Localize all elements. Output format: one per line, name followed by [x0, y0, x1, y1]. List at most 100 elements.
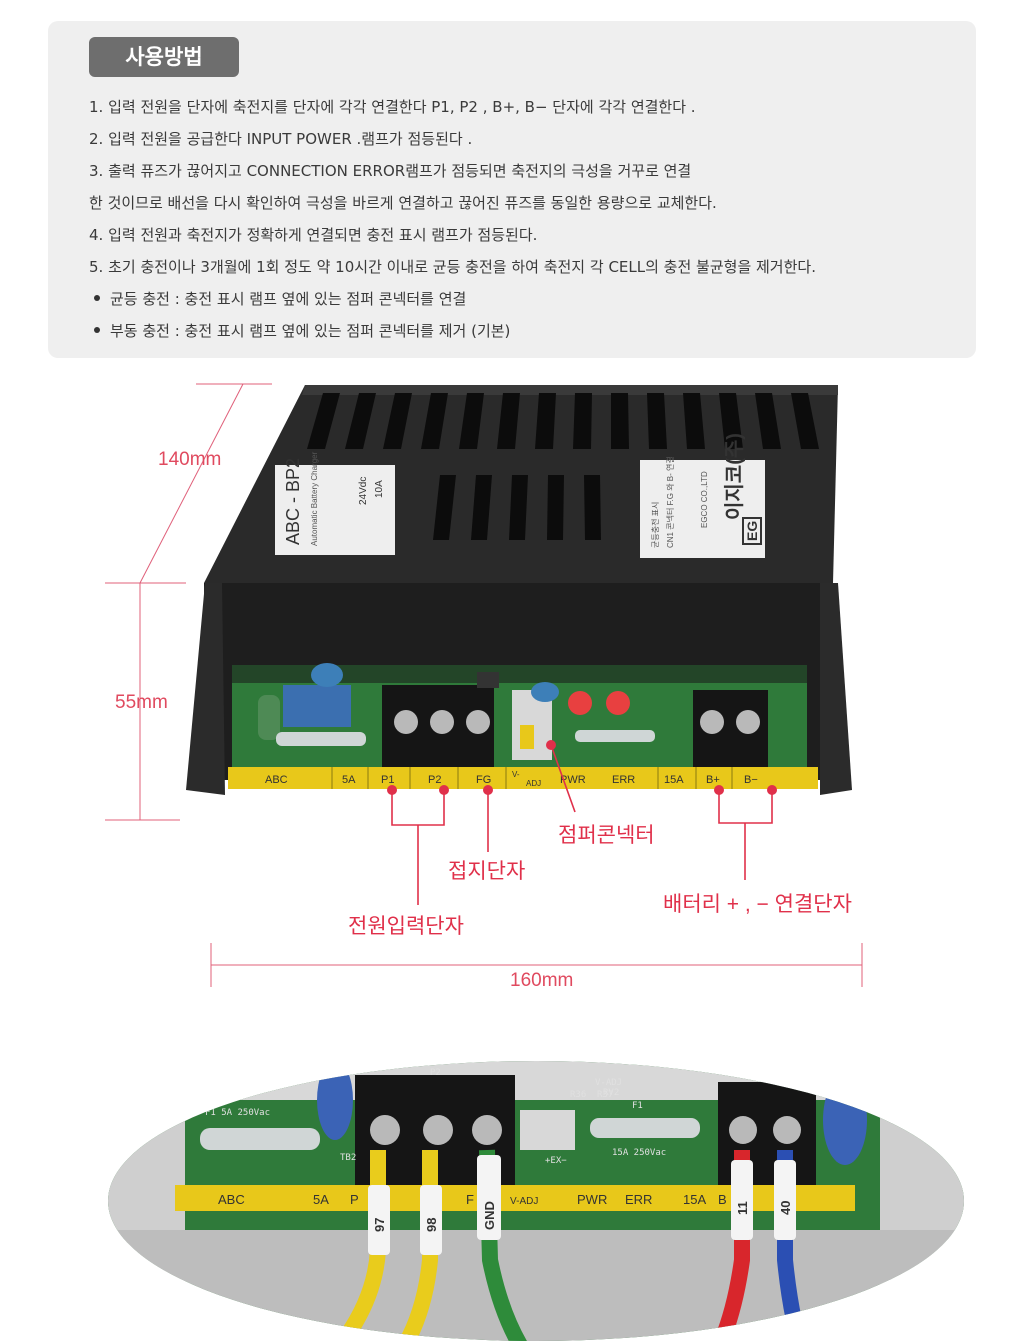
- board-text: P2: [430, 1068, 441, 1078]
- case-top-edge: [302, 385, 838, 395]
- usage-bullet-equalize: 균등 충전 : 충전 표시 램프 옆에 있는 점퍼 콘넥터를 연결: [89, 283, 969, 315]
- board-text: R37: [597, 1090, 613, 1100]
- wire-tag-sleeves: [368, 1155, 796, 1255]
- bullet-text: 균등 충전 : 충전 표시 램프 옆에 있는 점퍼 콘넥터를 연결: [110, 290, 467, 308]
- terminal-strip: [228, 767, 818, 789]
- closeup-strip-label: PWR: [577, 1192, 607, 1207]
- pwr-led: [568, 691, 592, 715]
- closeup-strip-label: 5A: [313, 1192, 329, 1207]
- board-text: V-ADJ: [595, 1078, 622, 1088]
- wire-tag-98: 98: [424, 1217, 439, 1232]
- closeup-fuse-5a: [200, 1128, 320, 1150]
- strip-label-vadj-top: V-: [512, 770, 520, 779]
- strip-label: FG: [476, 774, 491, 786]
- brand-label: [640, 460, 765, 558]
- dimension-lines: [105, 383, 272, 821]
- strip-label: P2: [428, 774, 441, 786]
- closeup-capacitor-left: [317, 1061, 353, 1140]
- strip-label: B+: [706, 774, 720, 786]
- usage-step-1: 1. 입력 전원을 단자에 축전지를 단자에 각각 연결한다 P1, P2 , …: [89, 98, 696, 116]
- wire-tag-11: 11: [735, 1201, 750, 1215]
- usage-step-5: 5. 초기 충전이나 3개월에 1회 정도 약 10시간 이내로 균등 충전을 …: [89, 258, 816, 276]
- screw-bplus: [700, 710, 724, 734]
- closeup-case-bottom: [108, 1230, 964, 1341]
- usage-bullet-float: 부동 충전 : 충전 표시 램프 옆에 있는 점퍼 콘넥터를 제거 (기본): [89, 315, 969, 347]
- wire-tag-40: 40: [778, 1200, 793, 1215]
- device-photo: ABC 5A P1 P2 FG V- ADJ PWR ERR 15A B+ B−: [105, 383, 863, 987]
- bullet-dot: [94, 294, 100, 301]
- closeup-strip-label: B: [718, 1192, 727, 1207]
- callout-lines: [391, 744, 773, 905]
- board-text: TB2: [340, 1153, 356, 1163]
- closeup-case-left: [108, 1061, 185, 1341]
- board-text: +EX−: [545, 1156, 567, 1166]
- height-dimension-label: 55mm: [115, 692, 168, 713]
- closeup-jumper: [520, 1110, 575, 1150]
- usage-step-3-cont: 한 것이므로 배선을 다시 확인하여 극성을 바르게 연결하고 끊어진 퓨즈를 …: [89, 194, 717, 212]
- model-name: ABC - BP2: [283, 457, 303, 545]
- usage-step-3: 3. 출력 퓨즈가 끊어지고 CONNECTION ERROR램프가 점등되면 …: [89, 162, 692, 180]
- x-capacitor: [283, 685, 351, 727]
- closeup-photo: ABC 5A P F V-ADJ PWR ERR 15A B F1 5A 250…: [108, 1061, 964, 1341]
- depth-dimension-label: 140mm: [158, 449, 222, 470]
- closeup-strip-label: 15A: [683, 1192, 706, 1207]
- case-left-flange: [186, 583, 225, 795]
- closeup-strip-label: F: [466, 1192, 474, 1207]
- strip-dividers: [331, 767, 733, 789]
- usage-instructions-panel: 사용방법 1. 입력 전원을 단자에 축전지를 단자에 각각 연결한다 P1, …: [48, 21, 976, 358]
- vent-slots: [307, 393, 819, 540]
- board-text: F1 5A 250Vac: [205, 1108, 270, 1118]
- closeup-fuse-15a: [590, 1118, 700, 1138]
- screw-fg: [466, 710, 490, 734]
- bullet-dot: [94, 326, 100, 333]
- disc-capacitor-2: [531, 682, 559, 702]
- strip-label: B−: [744, 774, 758, 786]
- brand-name-en: EGCO CO.,LTD: [700, 471, 709, 528]
- closeup-capacitor-right: [823, 1075, 867, 1165]
- closeup-screws: [370, 1115, 801, 1145]
- closeup-strip-label: ERR: [625, 1192, 652, 1207]
- callout-battery: 배터리 + , − 연결단자: [663, 893, 852, 916]
- strip-label-vadj-bottom: ADJ: [526, 779, 541, 788]
- closeup-top-edge: [108, 1061, 964, 1100]
- brand-note: CN1 콘넥터 F.G 와 B- 연결: [666, 456, 675, 548]
- screw-p1: [394, 710, 418, 734]
- yellow-cap: [520, 725, 534, 749]
- usage-title-badge: 사용방법: [89, 37, 239, 77]
- width-dimension: [210, 943, 863, 987]
- closeup-strip-labels: ABC 5A P F V-ADJ PWR ERR 15A B: [218, 1192, 727, 1207]
- closeup-strip-label: P: [350, 1192, 359, 1207]
- disc-capacitor: [311, 663, 343, 687]
- wire-green-gnd: [479, 1149, 527, 1341]
- closeup-strip-label: V-ADJ: [510, 1196, 538, 1207]
- model-subtitle: Automatic Battery Charger: [310, 451, 319, 546]
- strip-label: 5A: [342, 774, 356, 786]
- board-text: R36: [570, 1090, 586, 1100]
- brand-badge: EG: [742, 516, 762, 545]
- strip-label: PWR: [560, 774, 586, 786]
- bullet-text: 부동 충전 : 충전 표시 램프 옆에 있는 점퍼 콘넥터를 제거 (기본): [110, 322, 511, 340]
- board-text: 15A 250Vac: [612, 1148, 666, 1158]
- model-label: [275, 465, 395, 555]
- model-spec-current: 10A: [374, 480, 385, 498]
- wire-tag-gnd: GND: [482, 1201, 497, 1230]
- strip-label: ERR: [612, 774, 635, 786]
- usage-list: 1. 입력 전원을 단자에 축전지를 단자에 각각 연결한다 P1, P2 , …: [89, 91, 969, 347]
- board-text: RV2: [603, 1088, 619, 1098]
- closeup-strip-label: ABC: [218, 1192, 245, 1207]
- fuse-15a: [575, 730, 655, 742]
- callout-ground: 접지단자: [448, 860, 526, 883]
- strip-label: ABC: [265, 774, 288, 786]
- err-led: [606, 691, 630, 715]
- fuse-5a: [276, 732, 366, 746]
- pcb-shadow: [232, 665, 807, 683]
- potentiometer: [477, 672, 499, 688]
- usage-step-4: 4. 입력 전원과 축전지가 정확하게 연결되면 충전 표시 램프가 점등된다.: [89, 226, 538, 244]
- model-spec-voltage: 24Vdc: [358, 476, 369, 505]
- callout-dots: [387, 740, 777, 795]
- strip-label: P1: [381, 774, 394, 786]
- strip-labels: ABC 5A P1 P2 FG V- ADJ PWR ERR 15A B+ B−: [265, 770, 758, 788]
- case-right-flange: [820, 583, 852, 795]
- closeup-case-right: [880, 1061, 964, 1341]
- screw-bminus: [736, 710, 760, 734]
